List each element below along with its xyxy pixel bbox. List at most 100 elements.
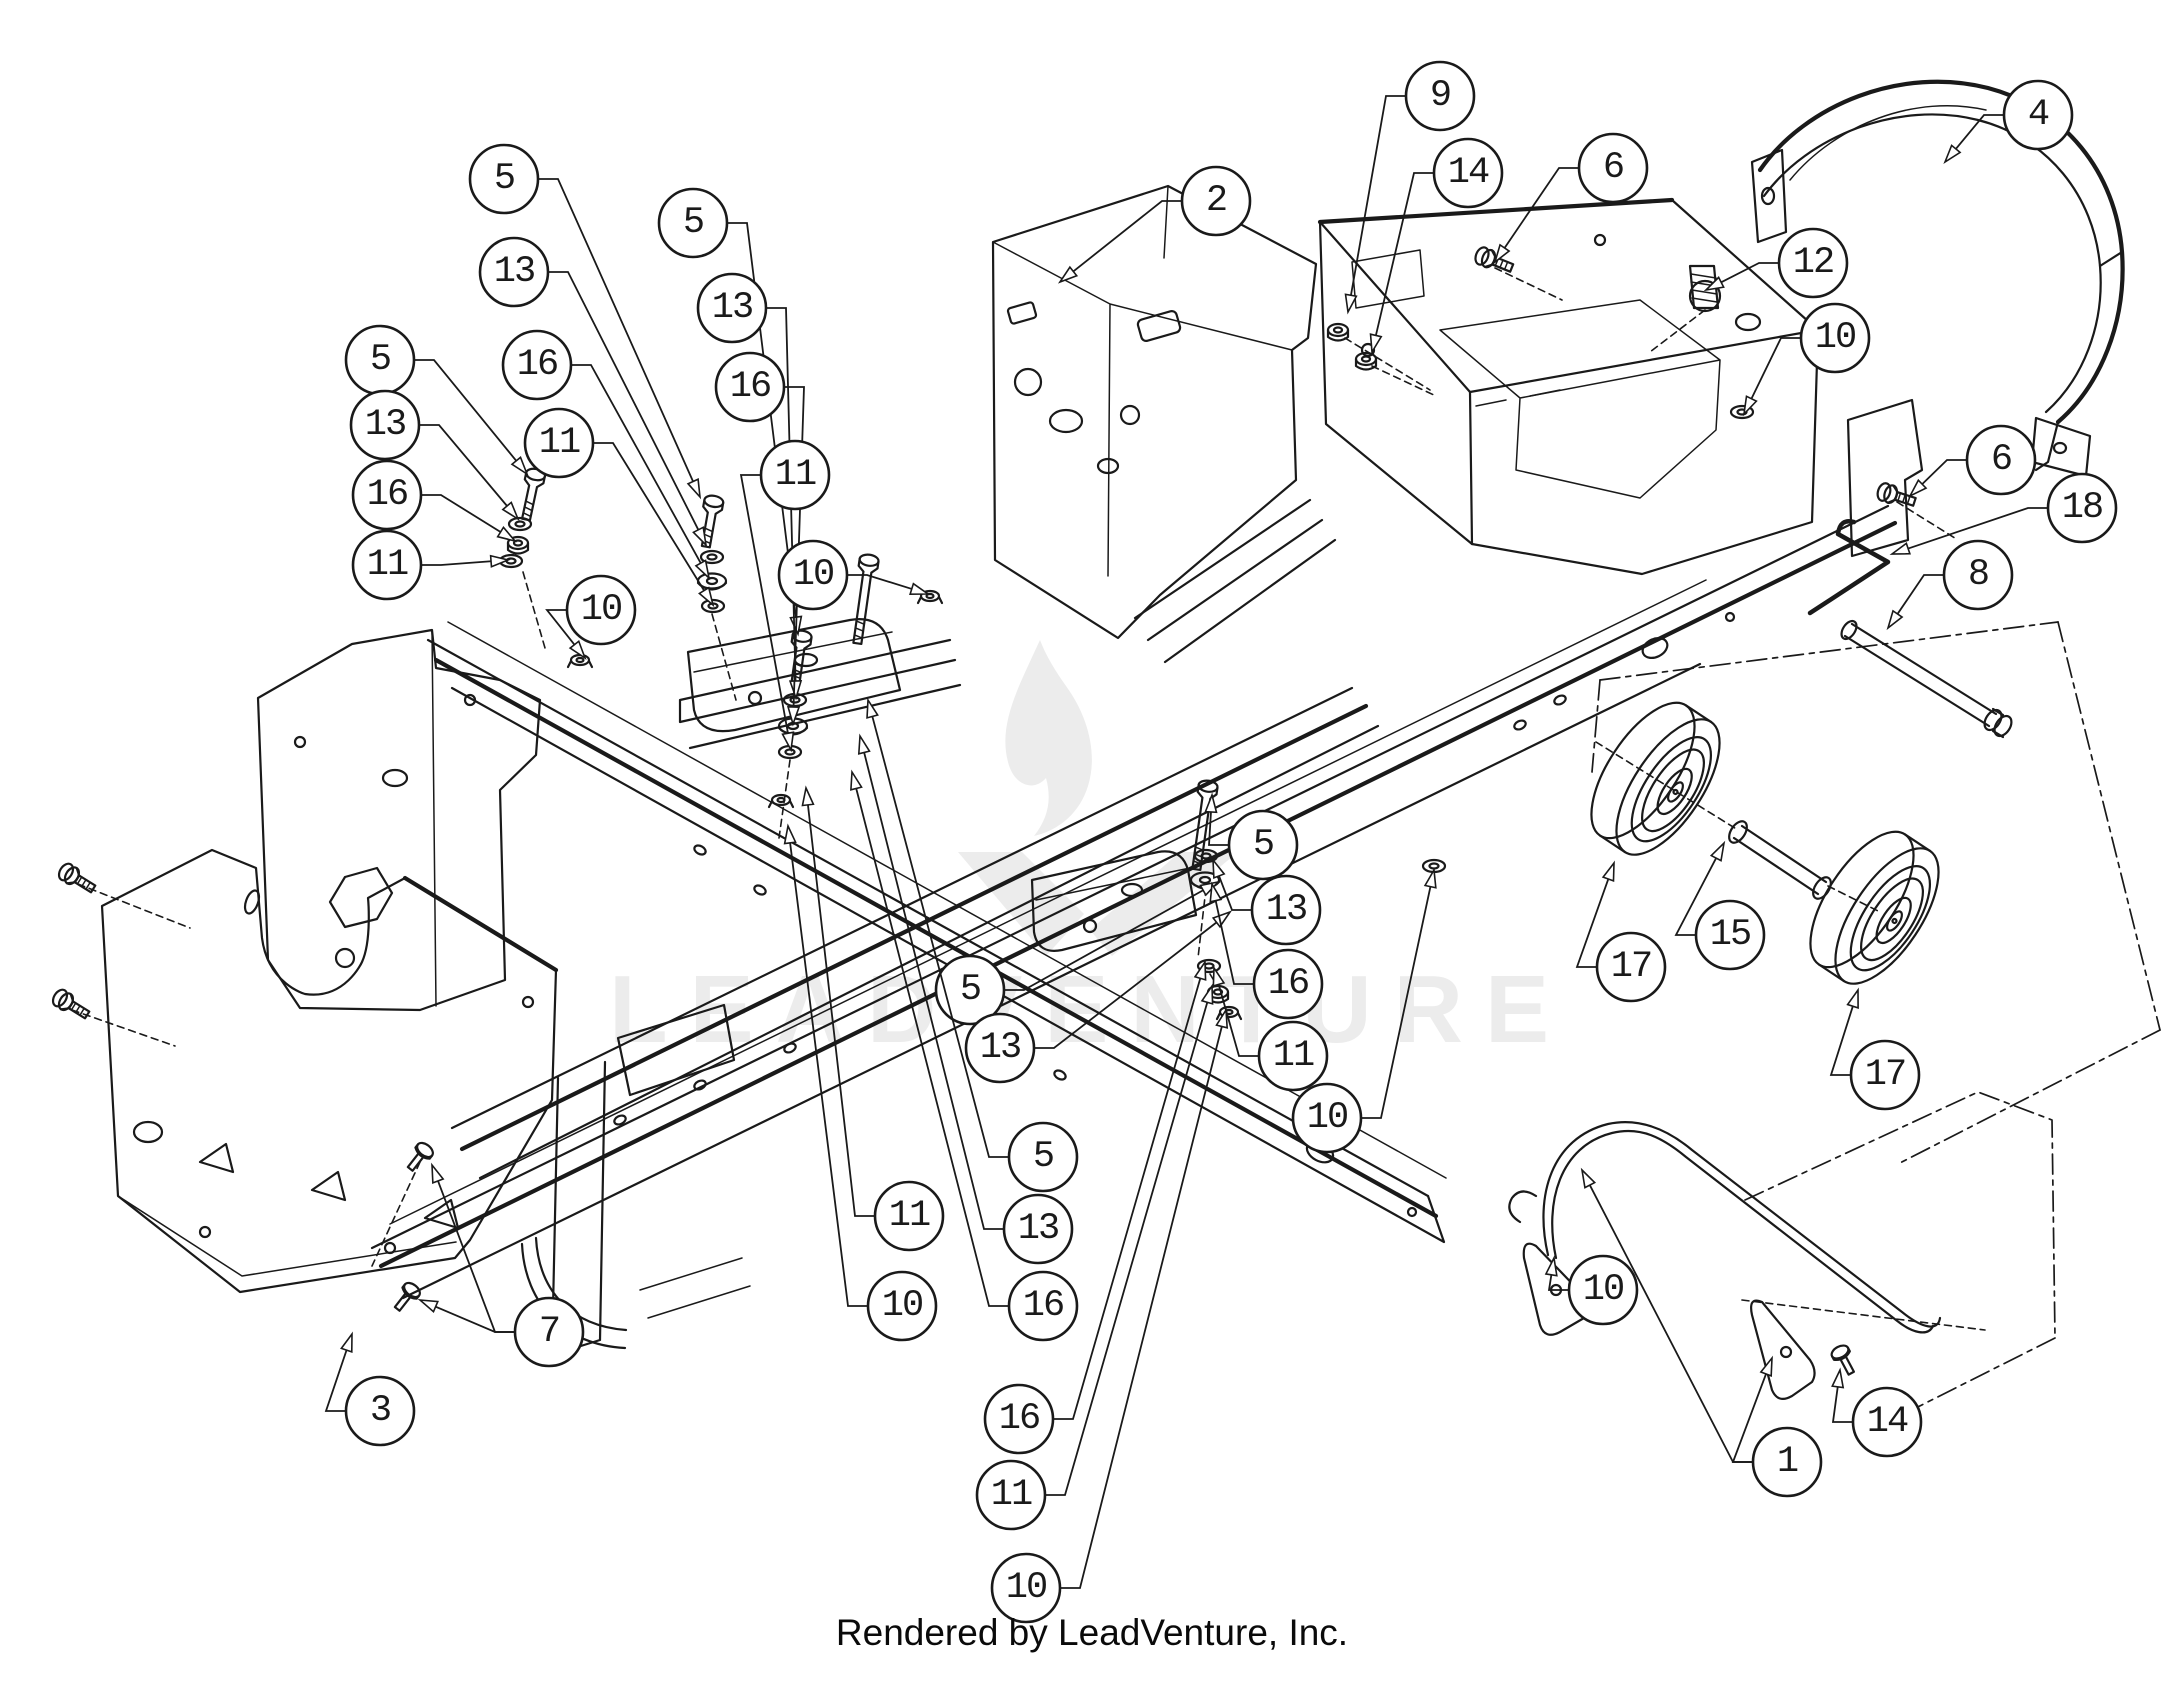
callout-5[interactable]: 5 — [866, 697, 1079, 1193]
callout-13[interactable]: 13 — [1212, 857, 1322, 946]
callout-14[interactable]: 14 — [1831, 1367, 1923, 1458]
callout-balloon-circle[interactable] — [1567, 1254, 1639, 1326]
callout-16[interactable]: 16 — [850, 769, 1079, 1342]
callout-balloon-circle[interactable] — [1007, 1270, 1079, 1342]
callout-18[interactable]: 18 — [1889, 472, 2118, 555]
callout-7[interactable]: 7 — [417, 1162, 585, 1368]
callout-8[interactable]: 8 — [1886, 539, 2014, 631]
callout-11[interactable]: 11 — [801, 785, 945, 1252]
callout-16[interactable]: 16 — [351, 459, 518, 543]
callout-balloon-circle[interactable] — [1942, 539, 2014, 611]
callout-balloon-circle[interactable] — [1257, 1020, 1329, 1092]
callout-10[interactable]: 10 — [1544, 1254, 1639, 1326]
callout-balloon-circle[interactable] — [1227, 809, 1299, 881]
callout-balloon-circle[interactable] — [349, 389, 421, 461]
callout-balloon-circle[interactable] — [964, 1012, 1036, 1084]
callout-4[interactable]: 4 — [1943, 79, 2074, 165]
callout-balloon-circle[interactable] — [983, 1383, 1055, 1455]
callout-11[interactable]: 11 — [739, 439, 831, 753]
callout-17[interactable]: 17 — [1575, 860, 1667, 1003]
callout-balloon-circle[interactable] — [990, 1552, 1062, 1624]
callout-balloon-circle[interactable] — [1002, 1193, 1074, 1265]
callout-5[interactable]: 5 — [468, 143, 702, 500]
callout-balloon-circle[interactable] — [759, 439, 831, 511]
callout-balloon-circle[interactable] — [975, 1459, 1047, 1531]
callout-balloon-circle[interactable] — [1799, 302, 1871, 374]
callout-balloon-circle[interactable] — [1595, 931, 1667, 1003]
callout-balloon-circle[interactable] — [777, 539, 849, 611]
callout-balloon-circle[interactable] — [1577, 132, 1649, 204]
callout-11[interactable]: 11 — [975, 983, 1214, 1531]
callout-12[interactable]: 12 — [1703, 227, 1849, 299]
callout-balloon-circle[interactable] — [513, 1296, 585, 1368]
callout-arrowhead — [1759, 1355, 1773, 1377]
callout-balloon-circle[interactable] — [478, 236, 550, 308]
callout-number: 16 — [1268, 963, 1308, 1005]
callout-10[interactable]: 10 — [1742, 302, 1871, 417]
callout-balloon-circle[interactable] — [1404, 60, 1476, 132]
callout-10[interactable]: 10 — [783, 823, 938, 1342]
callout-balloon-circle[interactable] — [1252, 948, 1324, 1020]
callout-balloon-circle[interactable] — [714, 351, 786, 423]
callout-number: 5 — [683, 202, 703, 244]
callout-balloon-circle[interactable] — [1694, 899, 1766, 971]
callout-balloon-circle[interactable] — [565, 574, 637, 646]
callout-16[interactable]: 16 — [501, 329, 711, 581]
callout-10[interactable]: 10 — [1291, 867, 1437, 1154]
callout-10[interactable]: 10 — [545, 574, 637, 661]
callout-balloon-circle[interactable] — [1849, 1039, 1921, 1111]
callout-15[interactable]: 15 — [1674, 840, 1766, 971]
callout-balloon-circle[interactable] — [1250, 874, 1322, 946]
callout-arrowhead — [801, 785, 815, 807]
callout-arrowhead — [1204, 792, 1218, 814]
callout-16[interactable]: 16 — [714, 351, 805, 727]
callout-3[interactable]: 3 — [324, 1331, 416, 1447]
callout-number: 13 — [365, 404, 405, 446]
callout-balloon-circle[interactable] — [2002, 79, 2074, 151]
callout-balloon-circle[interactable] — [866, 1270, 938, 1342]
callout-balloon-circle[interactable] — [351, 529, 423, 601]
callout-2[interactable]: 2 — [1057, 165, 1252, 284]
callout-number: 10 — [1307, 1097, 1347, 1139]
callout-balloon-circle[interactable] — [1851, 1386, 1923, 1458]
callout-balloon-circle[interactable] — [1432, 137, 1504, 209]
callout-13[interactable]: 13 — [478, 236, 708, 548]
callout-balloon-circle[interactable] — [1291, 1082, 1363, 1154]
callout-6[interactable]: 6 — [1908, 424, 2037, 498]
callout-balloon-circle[interactable] — [657, 187, 729, 259]
callout-balloon-circle[interactable] — [696, 272, 768, 344]
callout-balloon-circle[interactable] — [2046, 472, 2118, 544]
callout-10[interactable]: 10 — [990, 1007, 1229, 1624]
callout-balloon-circle[interactable] — [501, 329, 573, 401]
callout-16[interactable]: 16 — [983, 959, 1207, 1455]
callout-13[interactable]: 13 — [349, 389, 520, 521]
callout-balloon-circle[interactable] — [351, 459, 423, 531]
callout-balloon-circle[interactable] — [1007, 1121, 1079, 1193]
callout-17[interactable]: 17 — [1829, 987, 1921, 1111]
callout-11[interactable]: 11 — [1212, 965, 1329, 1092]
callout-9[interactable]: 9 — [1344, 60, 1476, 315]
callout-balloon-circle[interactable] — [344, 1375, 416, 1447]
callout-balloon-circle[interactable] — [468, 143, 540, 215]
callout-balloon-circle[interactable] — [1777, 227, 1849, 299]
callout-balloon-circle[interactable] — [873, 1180, 945, 1252]
callout-11[interactable]: 11 — [351, 529, 511, 601]
callout-6[interactable]: 6 — [1493, 132, 1649, 265]
callout-1[interactable]: 1 — [1580, 1167, 1823, 1498]
callout-5[interactable]: 5 — [1204, 792, 1299, 881]
callout-11[interactable]: 11 — [523, 407, 715, 608]
callout-13[interactable]: 13 — [857, 733, 1074, 1265]
callout-balloon-circle[interactable] — [523, 407, 595, 479]
callout-16[interactable]: 16 — [1209, 881, 1324, 1020]
callout-13[interactable]: 13 — [964, 910, 1233, 1084]
callout-arrowhead — [1493, 243, 1511, 265]
callout-14[interactable]: 14 — [1369, 137, 1504, 355]
callout-balloon-circle[interactable] — [1180, 165, 1252, 237]
callout-10[interactable]: 10 — [777, 539, 931, 611]
callout-13[interactable]: 13 — [696, 272, 803, 701]
callout-arrowhead — [1601, 860, 1615, 882]
callout-5[interactable]: 5 — [344, 324, 529, 477]
callout-balloon-circle[interactable] — [1751, 1426, 1823, 1498]
callout-balloon-circle[interactable] — [1965, 424, 2037, 496]
callout-balloon-circle[interactable] — [934, 954, 1006, 1026]
